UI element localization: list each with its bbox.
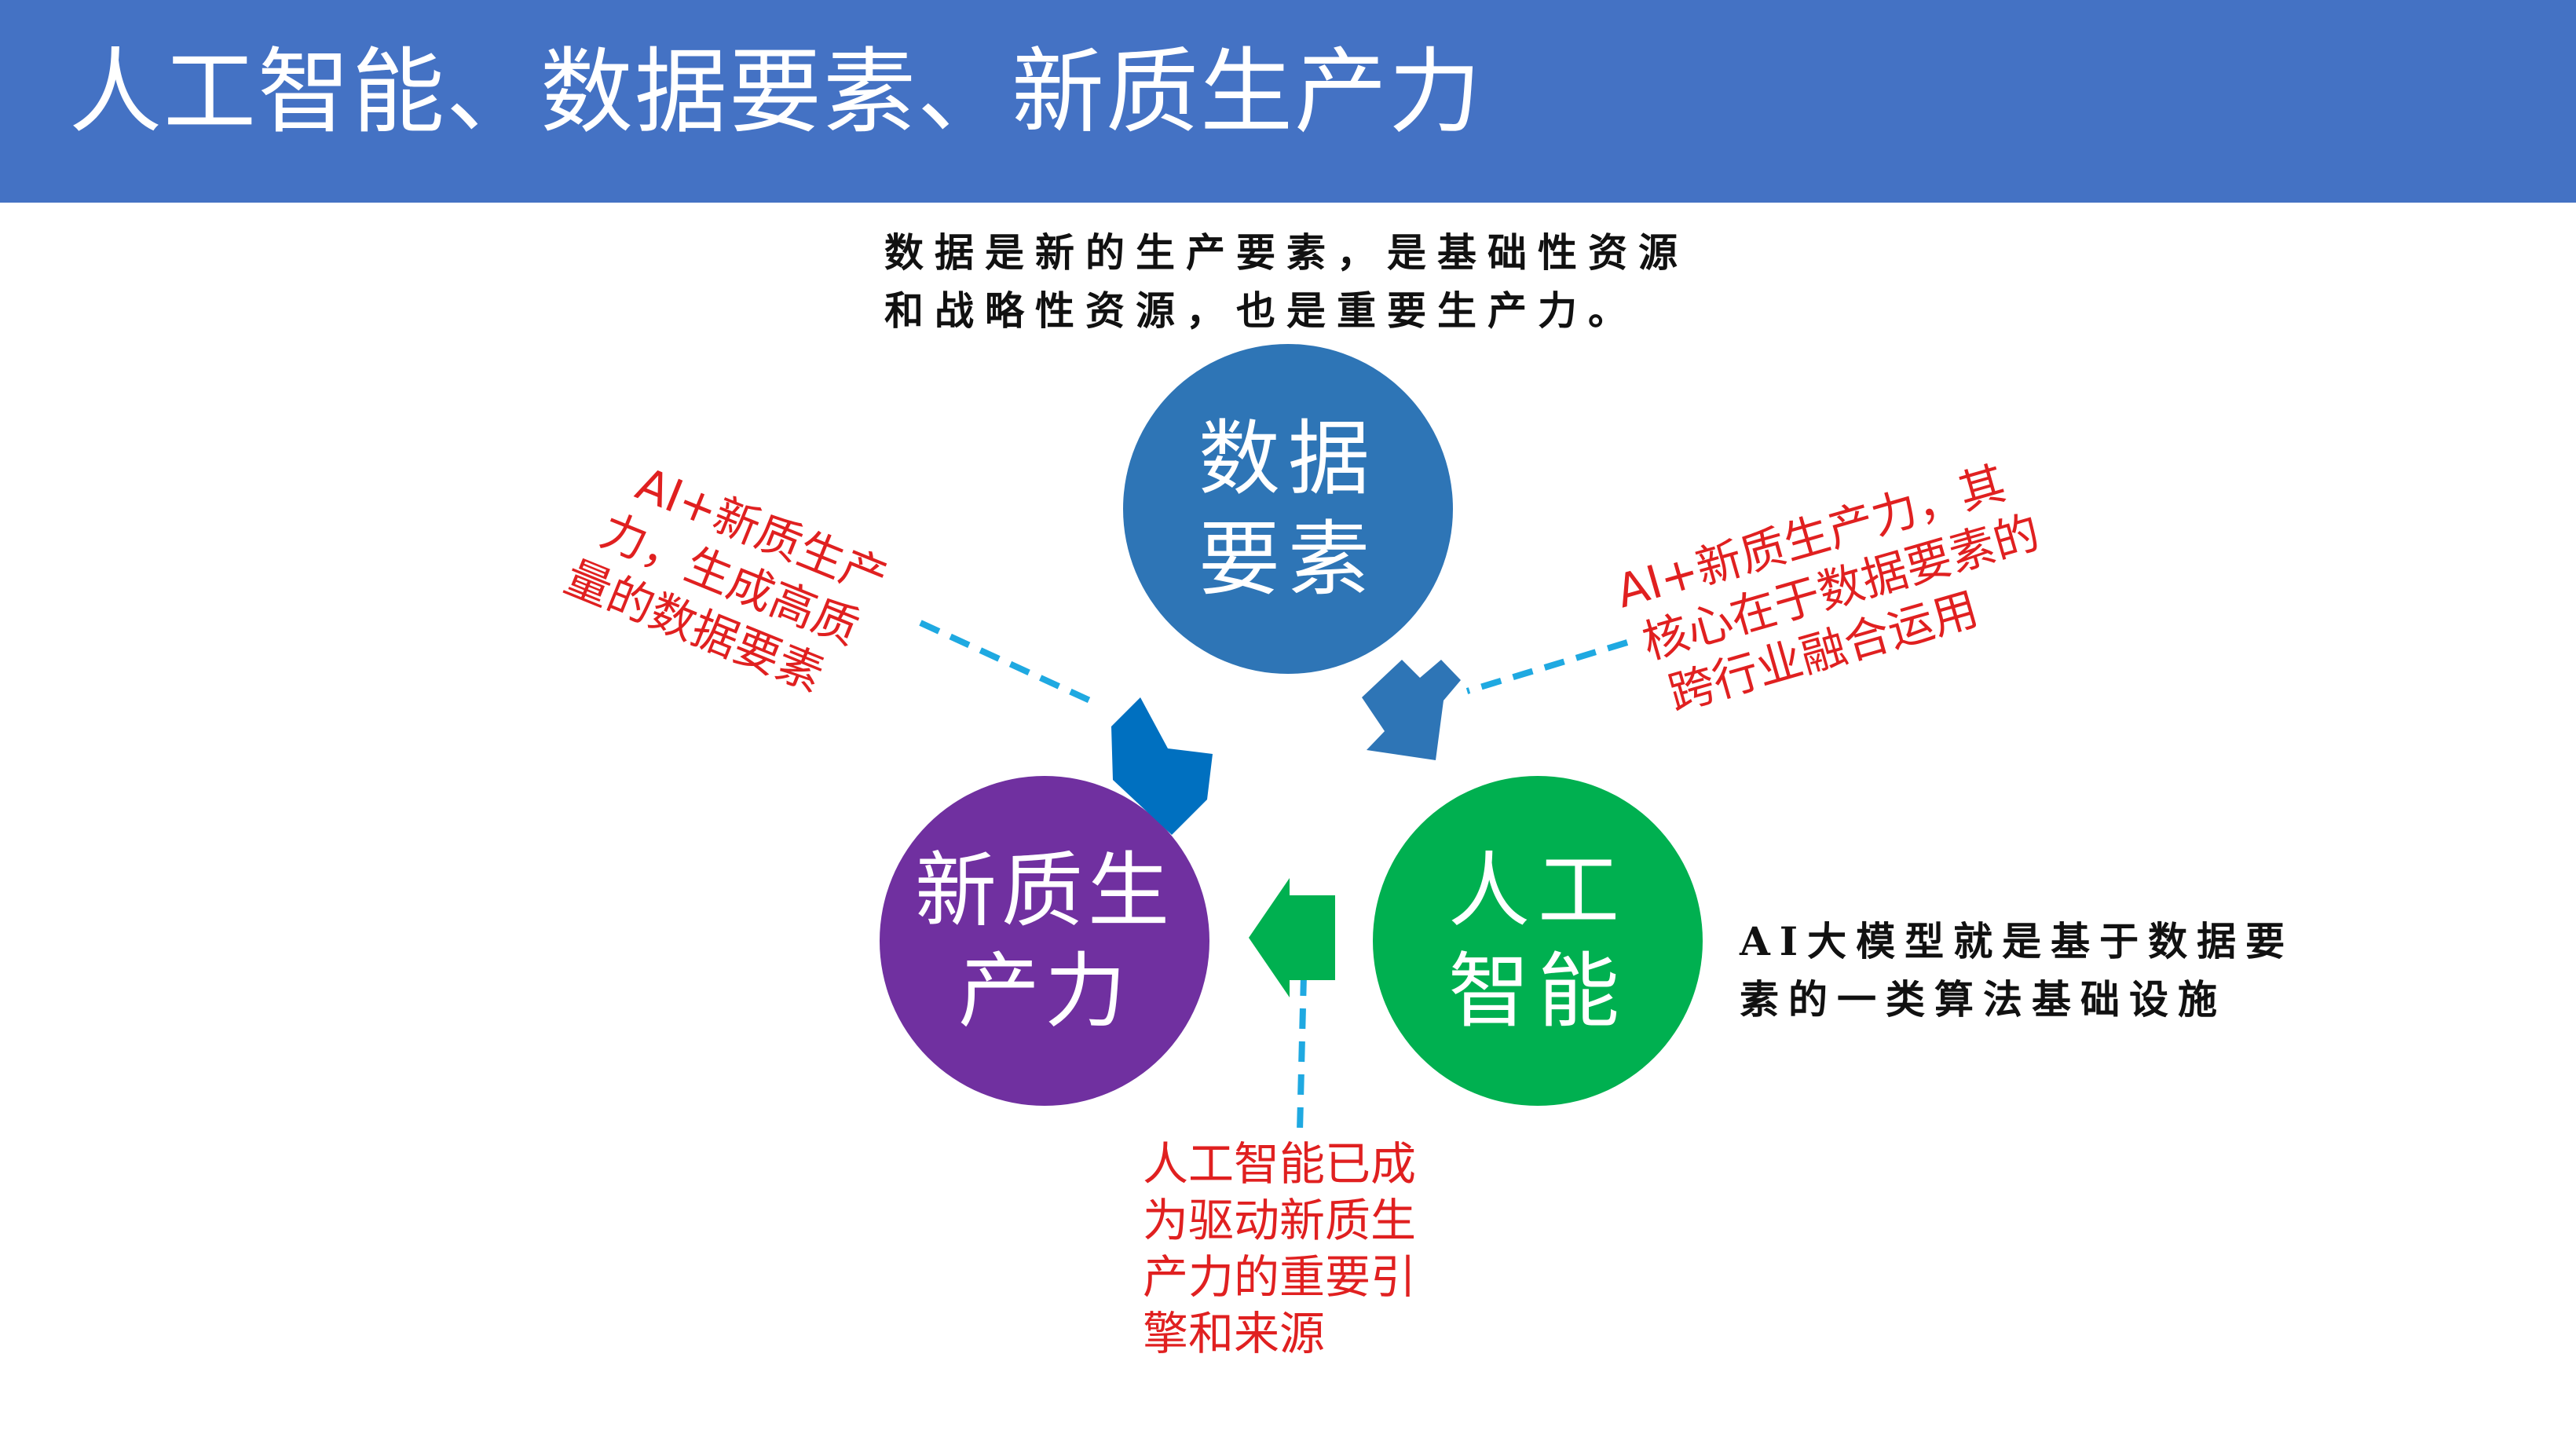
circle-productivity-line1: 新质生 xyxy=(914,843,1174,939)
circle-ai-line1: 人工 xyxy=(1447,843,1627,939)
circle-ai xyxy=(1373,776,1703,1106)
ai-to-productivity-arrow xyxy=(1249,878,1335,997)
note-top-line2: 和战略性资源，也是重要生产力。 xyxy=(884,287,1638,334)
circle-ai-label: 人工 智能 xyxy=(1420,840,1656,1041)
circle-data xyxy=(1123,344,1453,674)
circle-data-label: 数据 要素 xyxy=(1170,408,1406,609)
productivity-to-data-arrow xyxy=(1111,697,1213,835)
note-right: AI大模型就是基于数据要 素的一类算法基础设施 xyxy=(1740,913,2294,1029)
note-top: 数据是新的生产要素，是基础性资源 和战略性资源，也是重要生产力。 xyxy=(884,224,1689,340)
circle-data-line2: 要素 xyxy=(1198,511,1378,607)
note-top-line1: 数据是新的生产要素，是基础性资源 xyxy=(884,229,1689,276)
note-bottom-red: 人工智能已成 为驱动新质生 产力的重要引 擎和来源 xyxy=(1143,1136,1416,1362)
circle-data-line1: 数据 xyxy=(1198,411,1378,507)
connector-right-dashed xyxy=(1465,639,1629,694)
data-to-ai-arrow xyxy=(1362,660,1461,760)
circle-productivity-line2: 产力 xyxy=(957,943,1131,1039)
note-bottom-red-line1: 人工智能已成 xyxy=(1143,1137,1417,1191)
circle-productivity-label: 新质生 产力 xyxy=(895,840,1194,1041)
note-right-line1: AI大模型就是基于数据要 xyxy=(1740,918,2295,964)
circle-productivity xyxy=(880,776,1209,1106)
note-bottom-red-line3: 产力的重要引 xyxy=(1143,1250,1417,1304)
page-title: 人工智能、数据要素、新质生产力 xyxy=(69,38,1484,146)
note-bottom-red-line4: 擎和来源 xyxy=(1143,1307,1326,1360)
title-bar: 人工智能、数据要素、新质生产力 xyxy=(0,0,2576,203)
note-bottom-red-line2: 为驱动新质生 xyxy=(1143,1194,1417,1247)
connector-left-dashed xyxy=(919,620,1093,704)
circle-ai-line2: 智能 xyxy=(1447,943,1627,1039)
note-right-line2: 素的一类算法基础设施 xyxy=(1740,976,2227,1023)
connector-bottom-dashed xyxy=(1297,975,1307,1132)
